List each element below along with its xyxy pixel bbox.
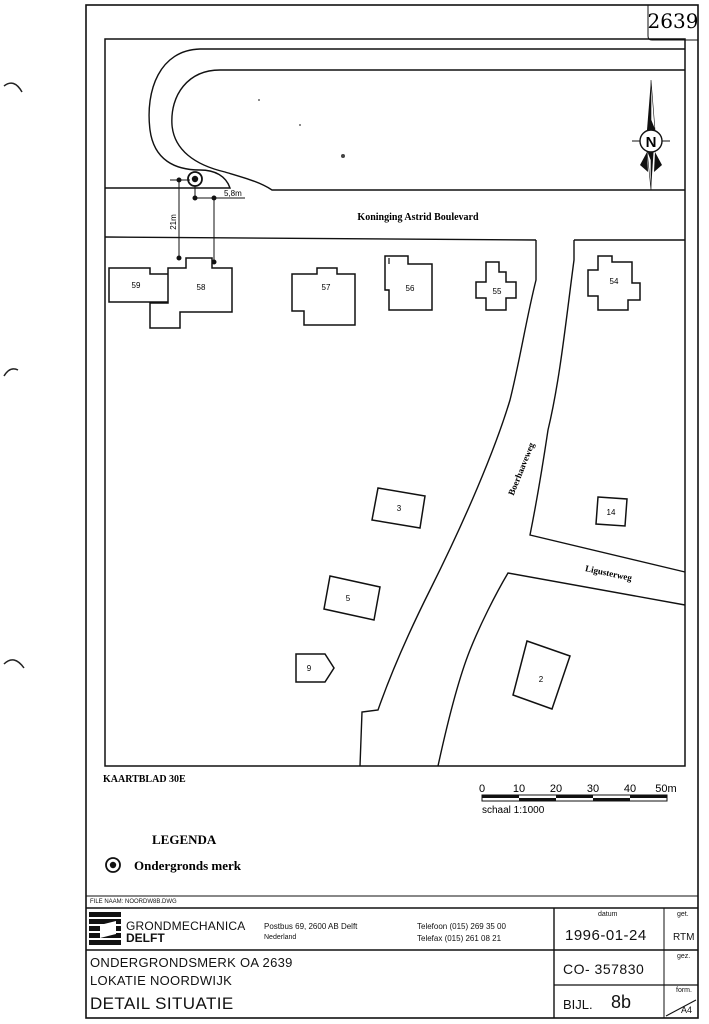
- building-label: 55: [493, 287, 502, 296]
- building-label: 2: [539, 675, 544, 684]
- ligusterweg-south-edge: [437, 572, 686, 767]
- building-54: [587, 255, 641, 311]
- bijl-value: 8b: [611, 992, 632, 1012]
- building-2: [512, 640, 571, 710]
- kaartblad-label: KAARTBLAD 30E: [103, 774, 186, 785]
- company-fax: Telefax (015) 261 08 21: [417, 934, 502, 943]
- binder-hole-mark: [3, 659, 25, 669]
- company-phone: Telefoon (015) 269 35 00: [417, 922, 506, 931]
- building-56: [384, 255, 433, 311]
- dimension-21m: 21m: [169, 214, 178, 230]
- scale-tick-label: 0: [479, 783, 485, 795]
- street-label-ligusterweg: Ligusterweg: [584, 563, 633, 583]
- building-label: 3: [397, 504, 402, 513]
- sheet-border: [85, 4, 699, 1019]
- grondmechanica-logo: [89, 912, 121, 945]
- company-country: Nederland: [264, 934, 297, 941]
- boulevard-lower-edge: [104, 236, 537, 241]
- scale-ticks: 0 10 20 30 40 50m: [479, 783, 677, 795]
- datum-label: datum: [598, 911, 618, 918]
- street-label-boerhaaveweg: Boerhaaveweg: [506, 441, 536, 497]
- form-label: form.: [676, 987, 692, 994]
- drawing-title: DETAIL SITUATIE: [90, 994, 234, 1013]
- title-block: [86, 895, 698, 1018]
- scale-tick-label: 50m: [655, 783, 676, 795]
- scale-tick-label: 20: [550, 783, 562, 795]
- building-label: 58: [197, 283, 206, 292]
- boerhaaveweg-west-edge: [359, 240, 537, 767]
- benchmark-marker: [187, 171, 203, 187]
- file-name: FILE NAAM: NOORDW8B.DWG: [90, 899, 177, 905]
- scale-label: schaal 1:1000: [482, 805, 545, 816]
- get-label: get.: [677, 911, 689, 918]
- building-label: 56: [406, 284, 415, 293]
- building-label: 9: [307, 664, 312, 673]
- map-frame: [104, 38, 686, 767]
- legend-title: LEGENDA: [152, 832, 217, 847]
- project-location: LOKATIE NOORDWIJK: [90, 973, 233, 988]
- get-value: RTM: [673, 932, 695, 943]
- buildings: [108, 255, 641, 710]
- co-number: CO- 357830: [563, 961, 645, 977]
- map-area: N 21m 5,8m Koninging Astrid Boulevard Bo…: [104, 38, 686, 767]
- boulevard-loop-edge: [105, 48, 685, 189]
- north-arrow: N: [632, 79, 670, 191]
- building-58: [149, 257, 233, 329]
- building-label: 57: [322, 283, 331, 292]
- survey-point: [258, 99, 260, 101]
- building-labels: 59 58 57 56 55 54 3 14 5 2 9: [132, 277, 619, 684]
- project-title: ONDERGRONDSMERK OA 2639: [90, 955, 293, 970]
- building-3: [371, 487, 426, 529]
- scale-tick-label: 40: [624, 783, 636, 795]
- scale-tick-label: 30: [587, 783, 599, 795]
- street-label-koninging-astrid-boulevard: Koninging Astrid Boulevard: [357, 212, 479, 223]
- legend-benchmark-symbol: [105, 857, 121, 873]
- form-value: A4: [681, 1005, 693, 1015]
- north-label: N: [646, 134, 657, 151]
- binder-hole-mark: [3, 368, 19, 377]
- building-label: 59: [132, 281, 141, 290]
- building-14: [595, 496, 628, 527]
- company-address: Postbus 69, 2600 AB Delft: [264, 922, 358, 931]
- survey-point: [299, 124, 301, 126]
- binder-hole-mark: [3, 82, 23, 93]
- datum-value: 1996-01-24: [565, 927, 647, 944]
- building-label: 54: [610, 277, 619, 286]
- building-label: 14: [607, 508, 616, 517]
- scale-bar: 0 10 20 30 40 50m schaal 1:1000: [479, 783, 677, 816]
- gez-label: gez.: [677, 953, 691, 960]
- building-label: 5: [346, 594, 351, 603]
- building-55: [475, 261, 517, 311]
- scale-tick-label: 10: [513, 783, 525, 795]
- dimension-5-8m: 5,8m: [224, 189, 242, 198]
- company-city: DELFT: [126, 931, 165, 945]
- sheet-number: 2639: [648, 9, 699, 33]
- survey-point: [341, 154, 345, 158]
- building-57: [291, 267, 356, 326]
- building-9: [295, 653, 335, 683]
- company-name: GRONDMECHANICA: [126, 919, 246, 933]
- bijl-label: BIJL.: [563, 997, 593, 1012]
- legend-item-label: Ondergronds merk: [134, 858, 242, 873]
- boulevard-upper-edge: [171, 69, 685, 191]
- building-5: [323, 575, 381, 621]
- boerhaaveweg-east-edge: [529, 240, 686, 573]
